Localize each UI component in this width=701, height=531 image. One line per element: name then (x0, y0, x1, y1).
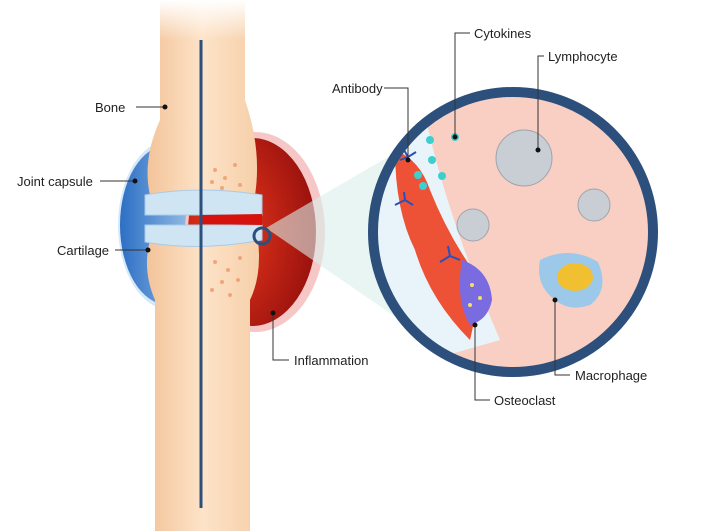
cartilage (144, 189, 263, 248)
label-macrophage: Macrophage (575, 368, 648, 383)
label-cartilage: Cartilage (57, 243, 110, 258)
magnified-view (368, 87, 658, 377)
label-osteoclast: Osteoclast (494, 393, 556, 408)
label-inflammation: Inflammation (294, 353, 369, 368)
label-lymphocyte: Lymphocyte (548, 49, 618, 64)
magnified-circle-border (368, 87, 658, 377)
bone (146, 0, 259, 531)
inflamed-tissue (395, 150, 480, 340)
osteoclast-cell (459, 260, 492, 325)
label-bone: Bone (95, 100, 126, 115)
leader-lines (100, 32, 570, 401)
leader-dots (132, 104, 558, 328)
label-joint-capsule: Joint capsule (17, 174, 93, 189)
label-cytokines: Cytokines (474, 26, 532, 41)
label-antibody: Antibody (332, 81, 383, 96)
zoom-marker (252, 226, 272, 246)
magnification-cone (266, 150, 400, 320)
lymphocyte-large (495, 129, 553, 187)
